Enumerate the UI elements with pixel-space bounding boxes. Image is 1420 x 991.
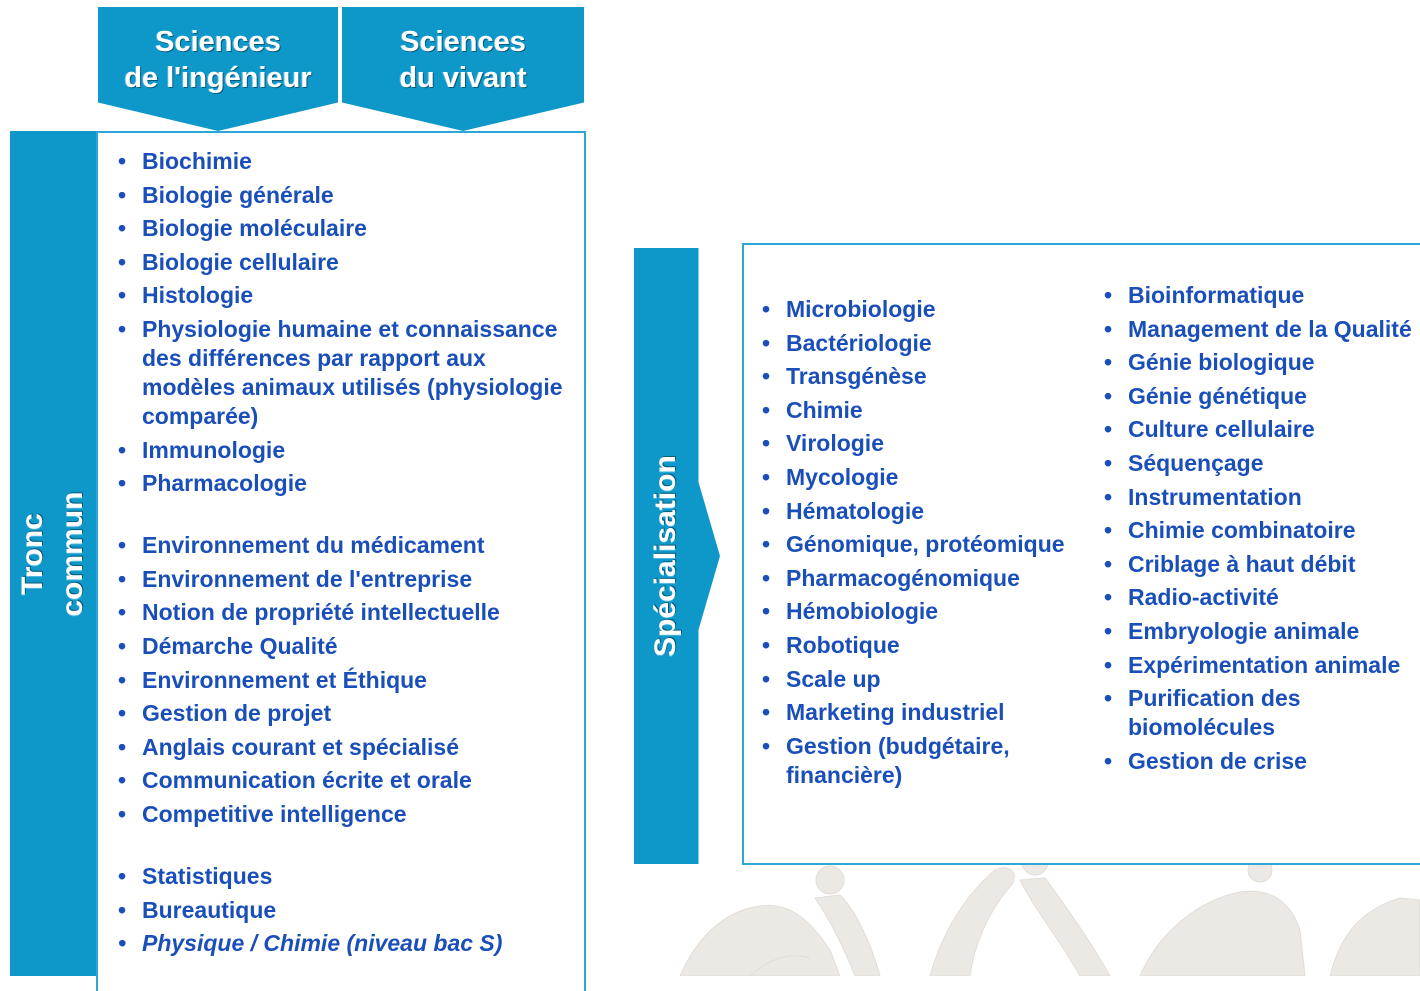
list-item: Criblage à haut débit (1104, 550, 1414, 579)
tab-vivant-line2: du vivant (399, 62, 527, 94)
list-item: Gestion de crise (1104, 747, 1414, 776)
list-item: Notion de propriété intellectuelle (118, 598, 578, 627)
list-item: Virologie (762, 429, 1092, 458)
specialisation-label: Spécialisation (649, 455, 683, 657)
list-item: Marketing industriel (762, 698, 1092, 727)
list-item: Biologie cellulaire (118, 248, 578, 277)
list-item: Gestion (budgétaire, financière) (762, 732, 1092, 790)
list-item: Culture cellulaire (1104, 415, 1414, 444)
list-item: Environnement de l'entreprise (118, 565, 578, 594)
list-item: Génomique, protéomique (762, 530, 1092, 559)
tab-ingenieur-line1: Sciences (155, 26, 281, 58)
list-item: Pharmacologie (118, 469, 578, 498)
list-item: Communication écrite et orale (118, 766, 578, 795)
list-item: Bioinformatique (1104, 281, 1414, 310)
list-item: Physiologie humaine et connaissance des … (118, 315, 578, 431)
list-item: Hémobiologie (762, 597, 1092, 626)
list-item: Biologie générale (118, 181, 578, 210)
list-item: Chimie combinatoire (1104, 516, 1414, 545)
tronc-commun-bar: Tronc commun (10, 131, 96, 976)
list-item: Immunologie (118, 436, 578, 465)
list-item: Transgénèse (762, 362, 1092, 391)
list-item: Génie génétique (1104, 382, 1414, 411)
list-item: Instrumentation (1104, 483, 1414, 512)
tab-ingenieur-line2: de l'ingénieur (124, 62, 312, 94)
list-item: Scale up (762, 665, 1092, 694)
list-item: Microbiologie (762, 295, 1092, 324)
tab-sciences-vivant: Sciences du vivant (342, 7, 584, 131)
list-item: Robotique (762, 631, 1092, 660)
list-item: Anglais courant et spécialisé (118, 733, 578, 762)
list-item: Histologie (118, 281, 578, 310)
tab-sciences-ingenieur: Sciences de l'ingénieur (98, 7, 338, 131)
list-item: Biologie moléculaire (118, 214, 578, 243)
specialisation-list-col2: BioinformatiqueManagement de la QualitéG… (1104, 281, 1414, 780)
list-item: Chimie (762, 396, 1092, 425)
tab-vivant-line1: Sciences (400, 26, 526, 58)
list-item: Competitive intelligence (118, 800, 578, 829)
list-item: Environnement du médicament (118, 531, 578, 560)
list-item: Gestion de projet (118, 699, 578, 728)
list-item: Statistiques (118, 862, 578, 891)
list-item: Bureautique (118, 896, 578, 925)
tronc-commun-label: Tronc commun (13, 491, 93, 616)
list-item: Hématologie (762, 497, 1092, 526)
list-item: Embryologie animale (1104, 617, 1414, 646)
list-item: Démarche Qualité (118, 632, 578, 661)
list-item: Biochimie (118, 147, 578, 176)
specialisation-list-col1: MicrobiologieBactériologieTransgénèseChi… (762, 295, 1092, 794)
list-item: Purification des biomolécules (1104, 684, 1414, 742)
list-item: Mycologie (762, 463, 1092, 492)
list-item: Séquençage (1104, 449, 1414, 478)
decorative-figures-watermark (679, 848, 1420, 976)
list-item: Radio-activité (1104, 583, 1414, 612)
list-item: Management de la Qualité (1104, 315, 1414, 344)
tronc-commun-list: BiochimieBiologie généraleBiologie moléc… (118, 147, 578, 963)
list-item: Physique / Chimie (niveau bac S) (118, 929, 578, 958)
list-item: Bactériologie (762, 329, 1092, 358)
list-item: Environnement et Éthique (118, 666, 578, 695)
list-item: Expérimentation animale (1104, 651, 1414, 680)
list-item: Pharmacogénomique (762, 564, 1092, 593)
list-item: Génie biologique (1104, 348, 1414, 377)
specialisation-arrow: Spécialisation (634, 248, 720, 864)
tronc-label-line2: commun (56, 490, 89, 617)
tronc-label-line1: Tronc (16, 512, 49, 595)
